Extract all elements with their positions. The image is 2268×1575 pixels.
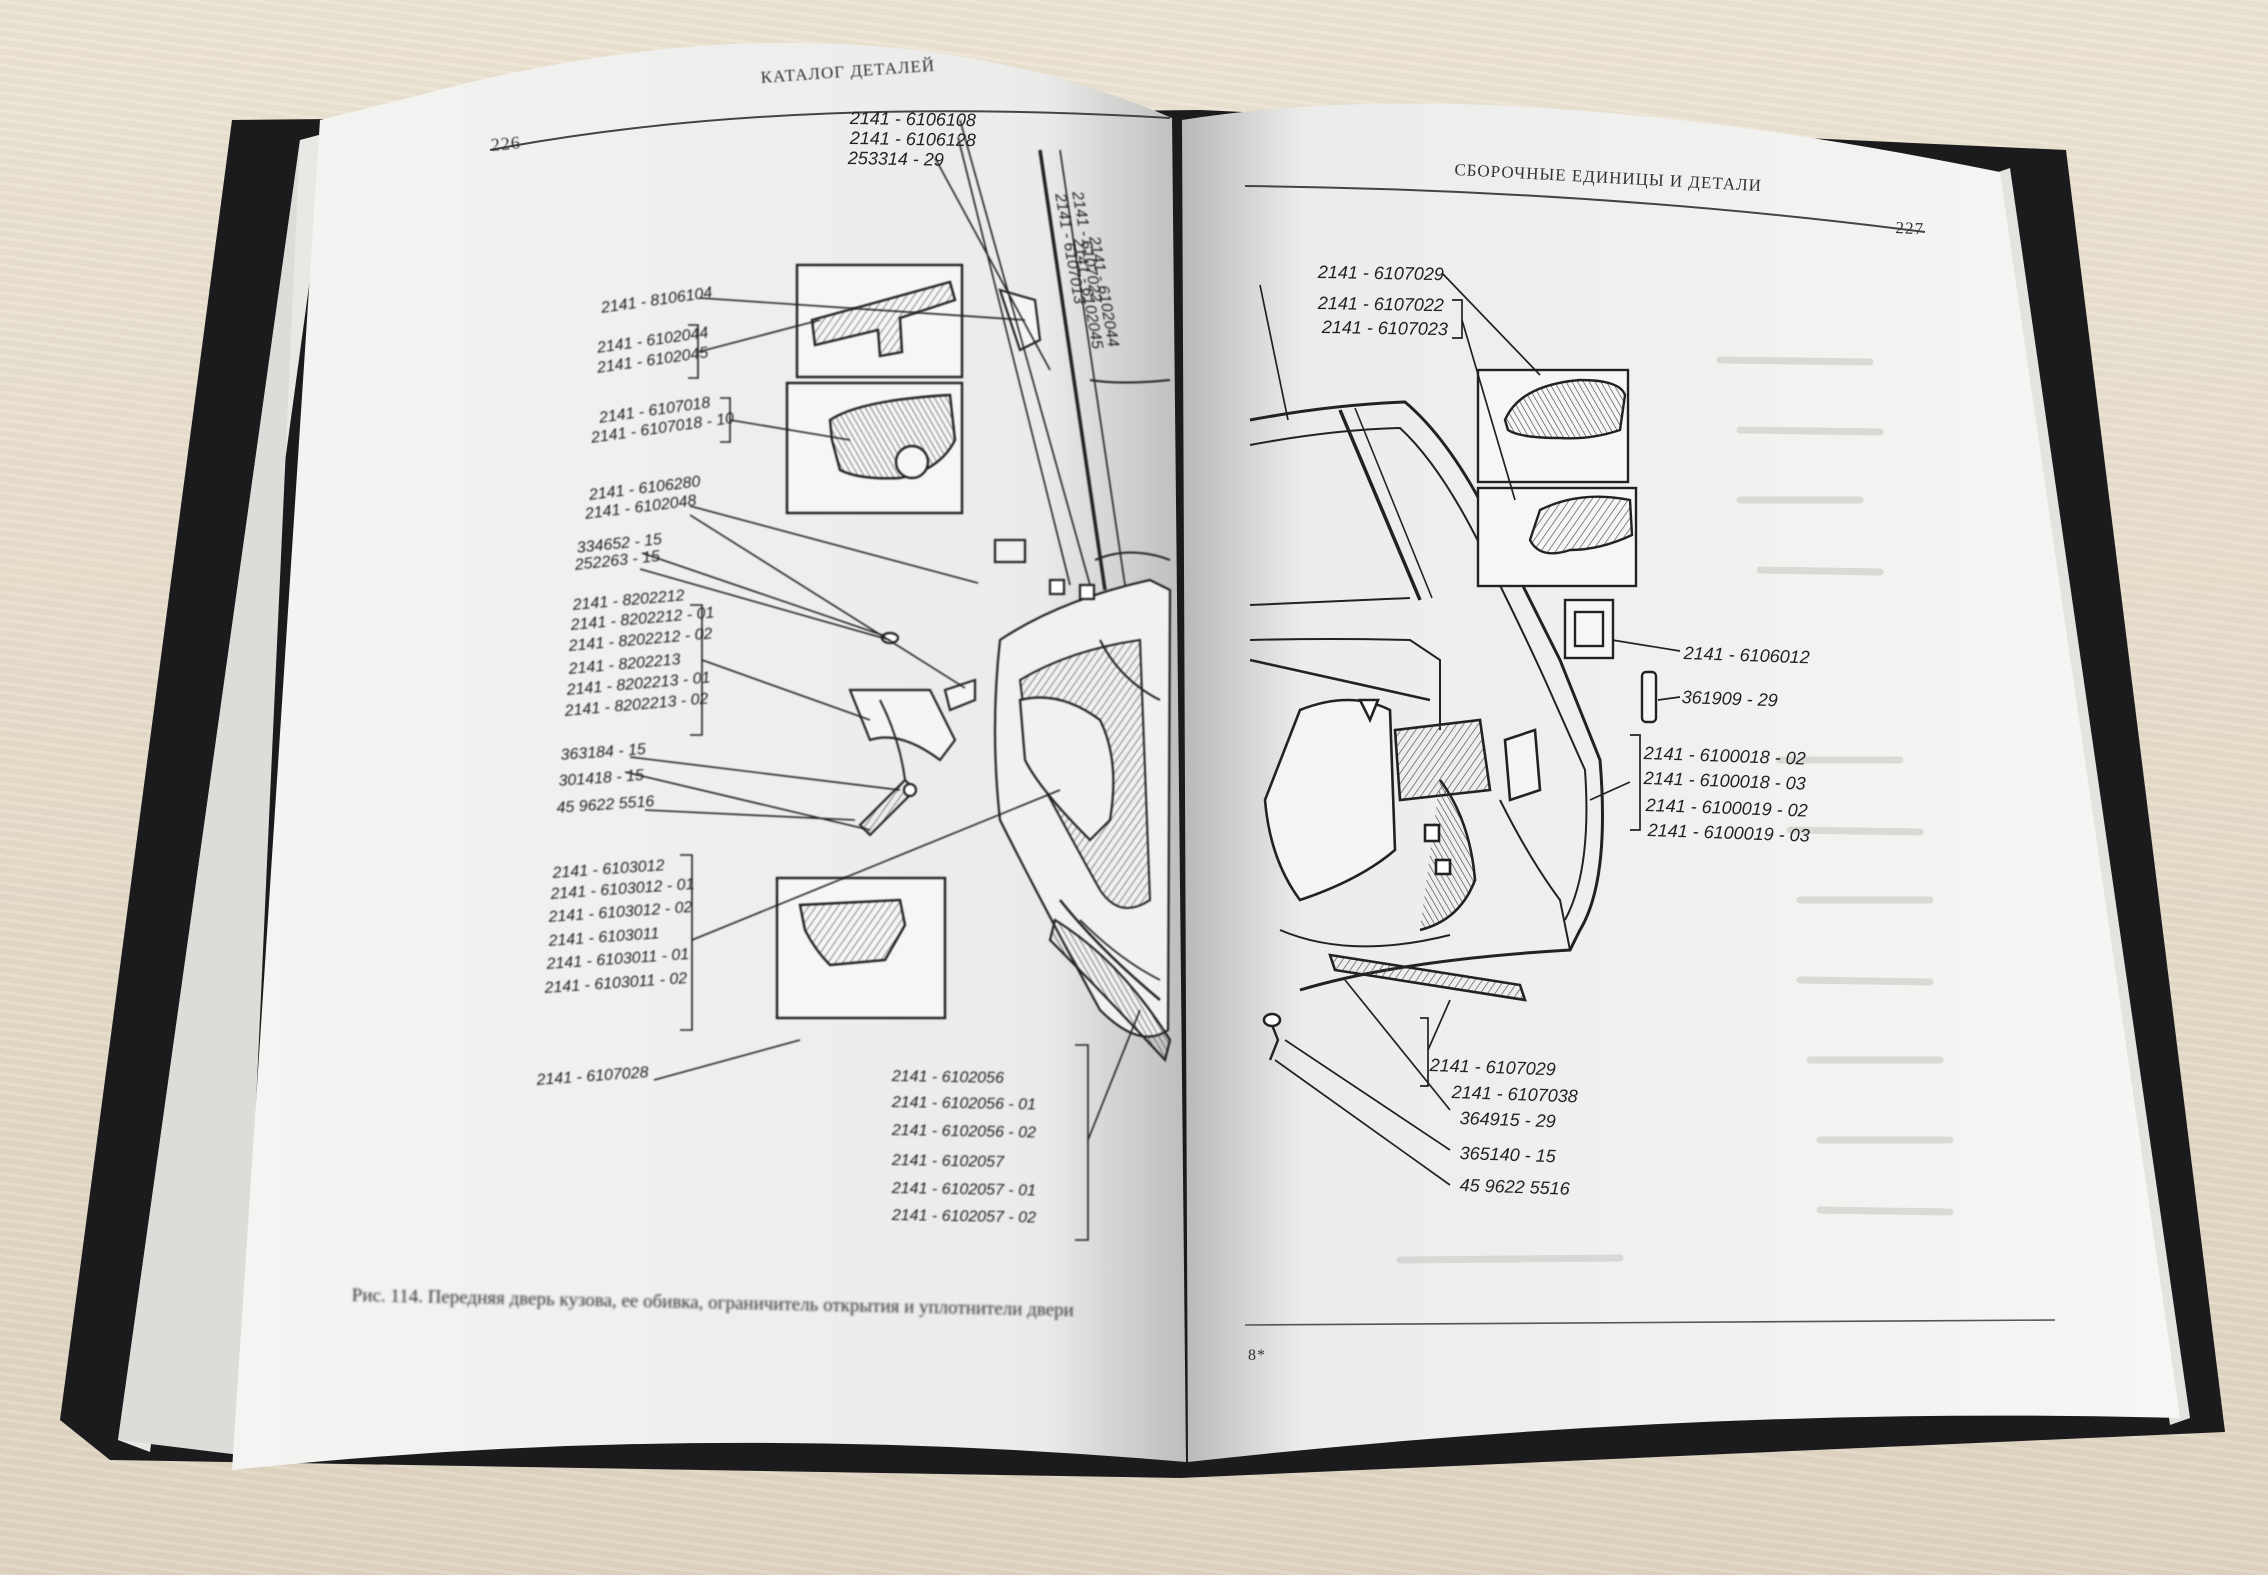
left-inset-boxes [775,263,964,1020]
part-label: 2141 - 6102056 [891,1068,1005,1087]
part-label: 2141 - 6107038 [1451,1082,1579,1107]
part-label: 2141 - 6102056 - 02 [891,1122,1037,1142]
part-label: 2141 - 6102057 - 02 [891,1207,1037,1227]
left-leader-lines [624,119,1141,1241]
door-frame-outer [1249,400,1604,992]
right-page-number: 227 [1895,218,1925,239]
right-footer-rule [1244,1319,2056,1326]
striker-plate [1563,598,1615,660]
faint-background-text [1396,356,1954,1264]
left-header-rule [489,110,1171,151]
part-label: 2141 - 6107029 [1317,262,1445,285]
right-inset-boxes [1476,368,1658,724]
part-label: 2141 - 6102057 [891,1152,1005,1171]
part-label: 2141 - 6106012 [1683,643,1811,668]
left-door-diagram [848,149,1172,1063]
right-page-footer-mark: 8* [1248,1347,1266,1364]
part-label: 2141 - 6107029 [1429,1055,1557,1080]
right-leader-lines [1259,272,1681,1186]
left-page-number: 226 [490,132,522,155]
part-label: 253314 - 29 [847,148,945,170]
part-label: 365140 - 15 [1459,1143,1557,1167]
bumper-stop [1640,670,1658,724]
part-label: 361909 - 29 [1681,687,1779,711]
part-label: 45 9622 5516 [1459,1175,1571,1199]
window-sill [1249,597,1411,606]
part-label: 2141 - 6102056 - 01 [891,1094,1037,1114]
right-header-rule [1244,185,1926,233]
right-page [1182,103,2180,1463]
right-body-opening-diagram [1249,400,1604,1061]
part-label: 364915 - 29 [1459,1108,1557,1132]
part-label: 2141 - 6107022 [1317,293,1445,316]
part-label: 2141 - 6102057 - 01 [891,1180,1037,1200]
part-label: 2141 - 6107023 [1321,317,1449,340]
door-threshold [1328,953,1527,1002]
